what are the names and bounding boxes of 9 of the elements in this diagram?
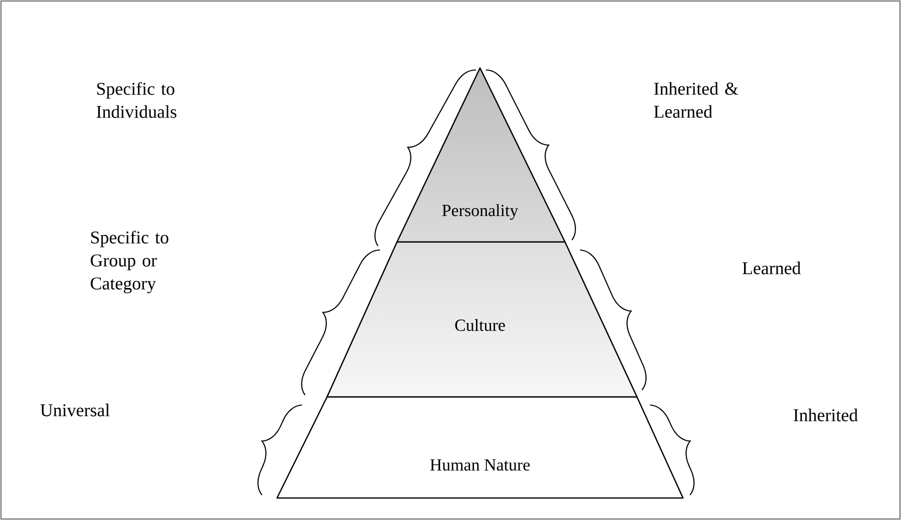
pyramid-layer: Human Nature [276, 396, 684, 499]
side-label: Inherited [794, 408, 858, 422]
pyramid-layer: Personality [396, 67, 566, 243]
pyramid-layer: Culture [326, 241, 638, 398]
side-label: Universal [40, 404, 110, 416]
side-label: Learned [742, 262, 801, 274]
side-label: Inherited & Learned [654, 82, 738, 118]
side-label: Specific to Group or Category [90, 230, 168, 294]
side-label: Specific to Individuals [96, 82, 176, 118]
